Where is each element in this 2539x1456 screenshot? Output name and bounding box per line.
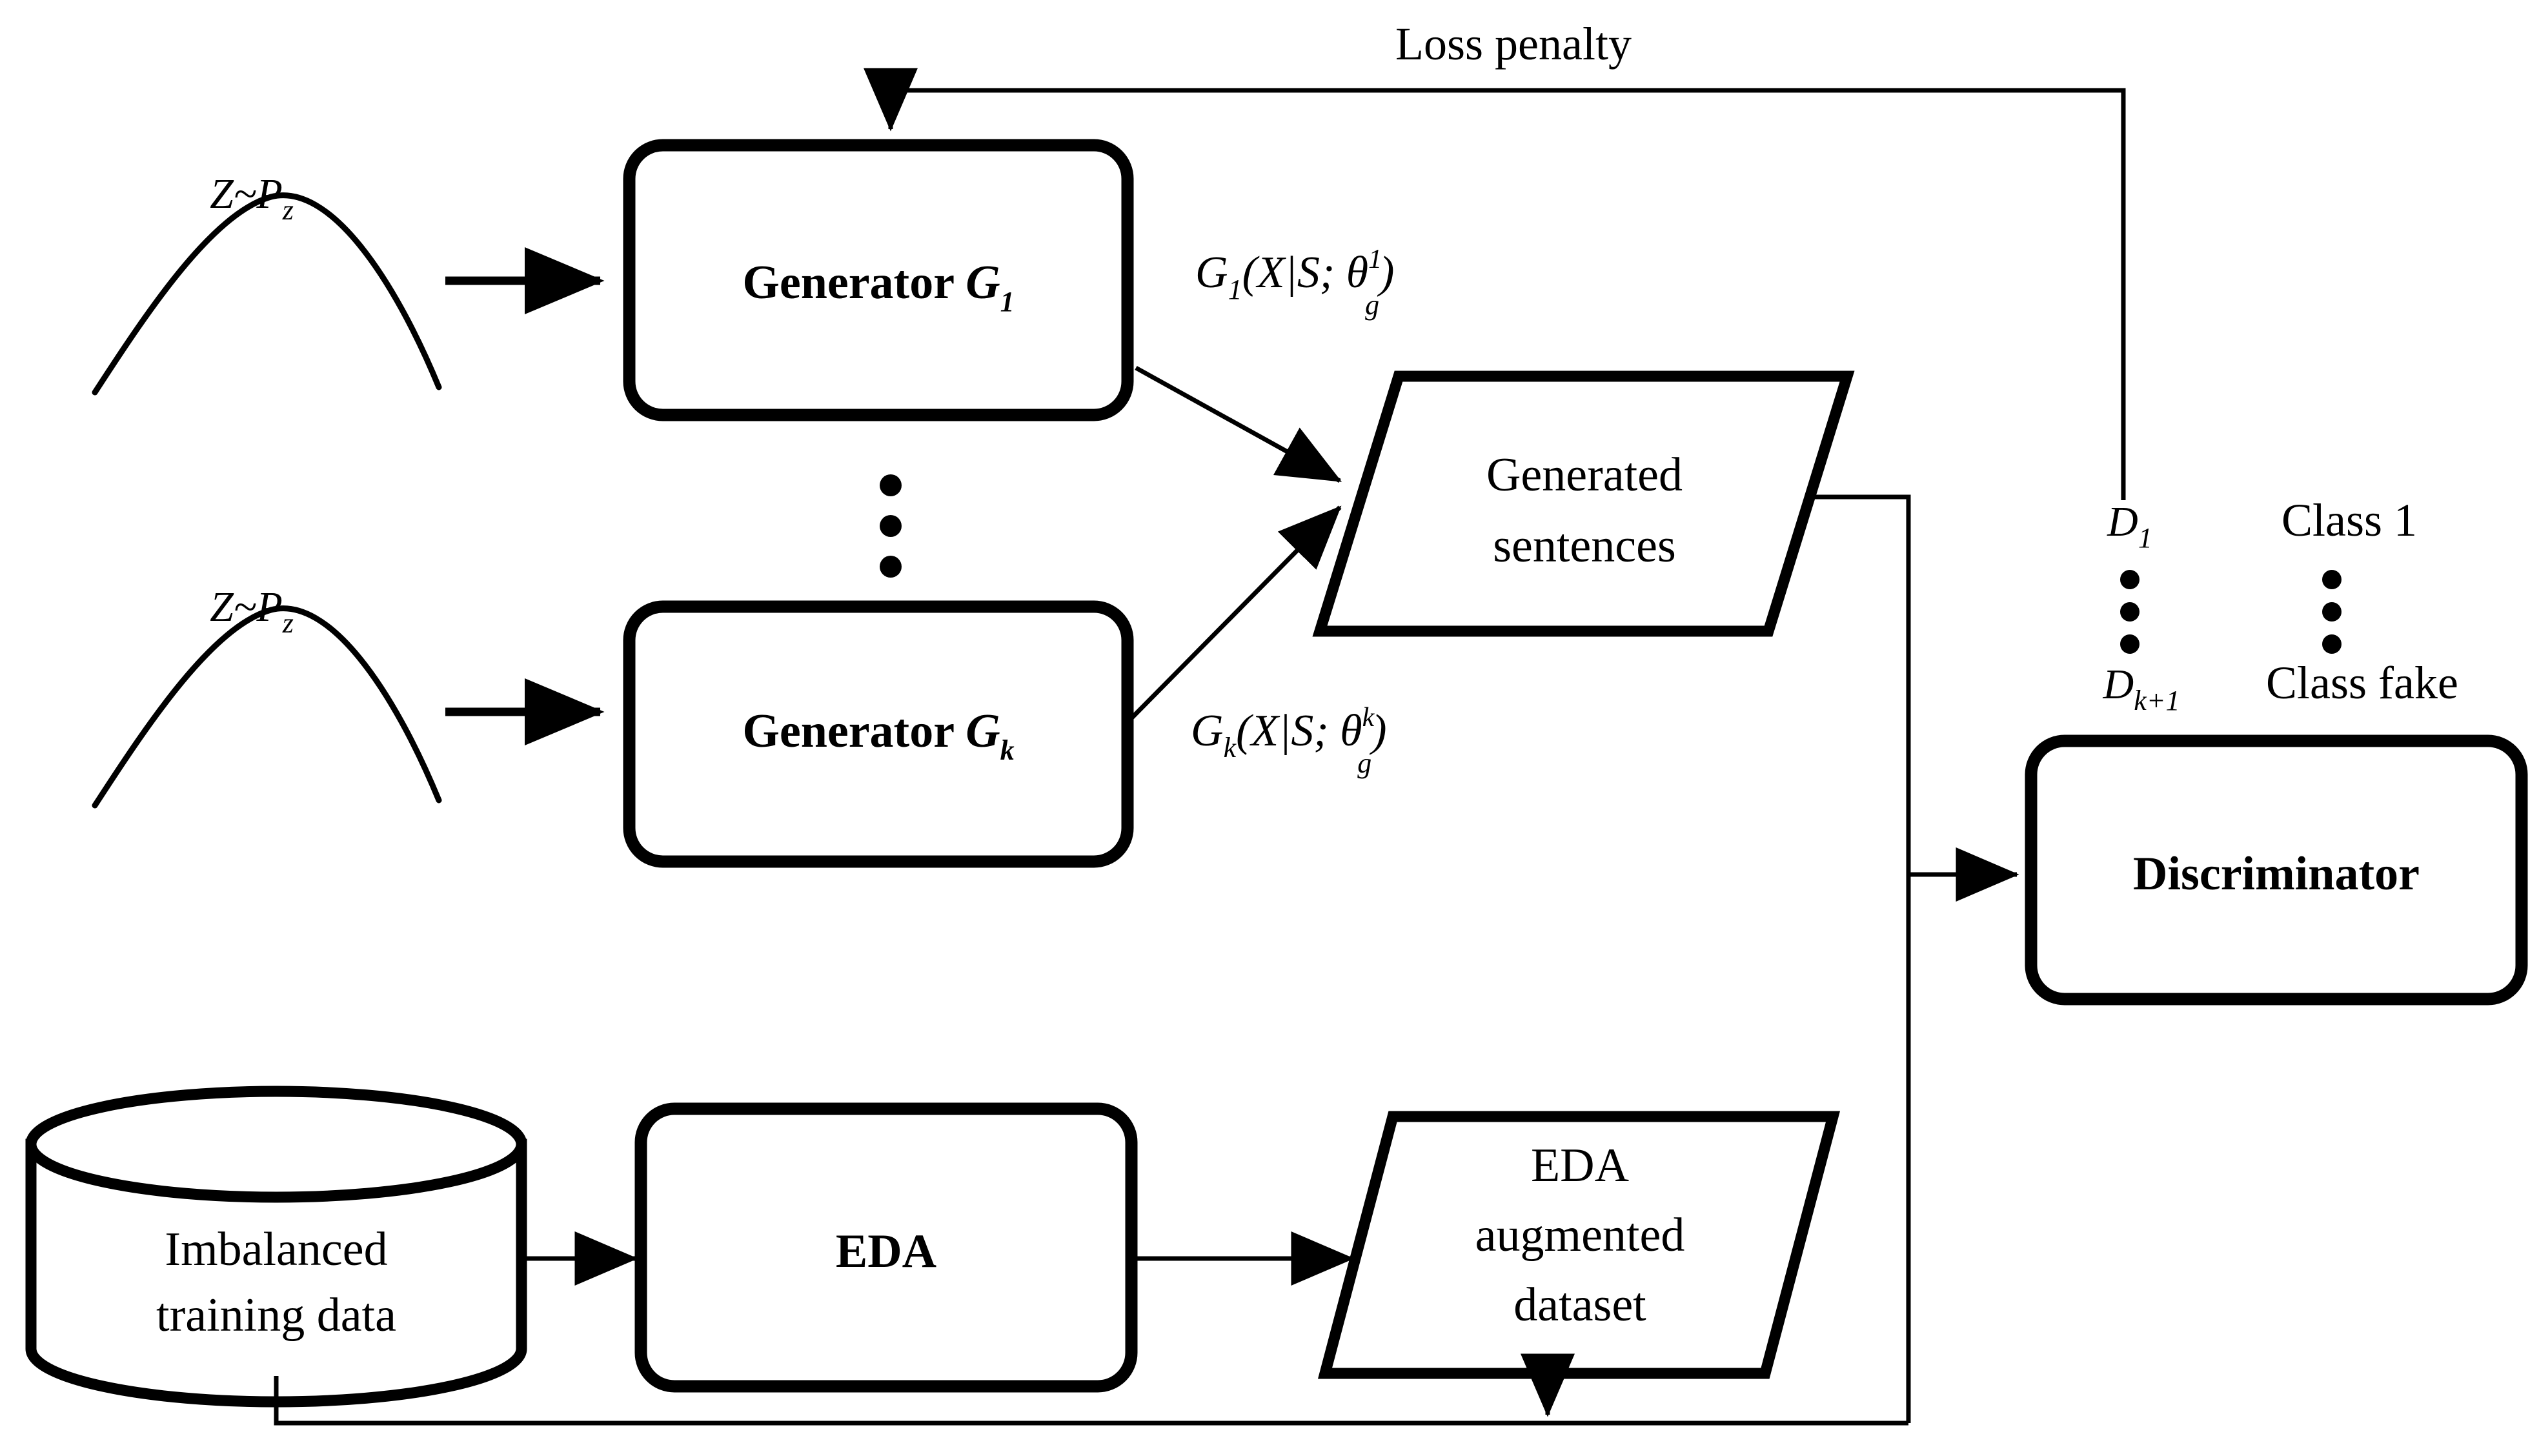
gk-theta: θ [1340,706,1362,756]
discriminator-output-ellipsis-left-icon [2120,570,2139,654]
discriminator-output-ellipsis-right-icon [2322,570,2342,654]
imbalanced-data-cylinder-top [25,1086,527,1203]
generated-to-discriminator-edge [1807,494,2019,1423]
g1-theta-subscript: g [1365,289,1379,321]
generated-sentences-shape[interactable] [1312,370,1855,637]
gk-theta-subscript: g [1357,747,1371,779]
generator-ellipsis-icon [880,474,902,578]
noise-bottom-subscript: z [282,607,294,639]
gk-close: ) [1369,706,1386,756]
imbalanced-data-feedback-edge [274,1376,1908,1426]
gk-args: (X|S; [1236,706,1340,756]
g1-theta-superscript: 1 [1368,245,1382,274]
discriminator-output-symbol-3: Dk+1 [2103,661,2180,716]
g1-close: ) [1377,248,1394,298]
eda-augmented-line1: EDA [1531,1139,1629,1192]
eda-box[interactable] [634,1102,1138,1393]
noise-label-bottom: Z~Pz [210,583,294,639]
eda-label: EDA [836,1225,936,1278]
generator-k-title: Generator [742,705,966,758]
eda-augmented-line3: dataset [1513,1279,1646,1331]
imbalanced-data-line1: Imbalanced [165,1223,387,1276]
eda-augmented-shape[interactable] [1317,1111,1841,1379]
g1-fn: G [1195,248,1228,298]
loss-penalty-label: Loss penalty [1395,18,1632,70]
noise-curve-bottom [92,605,442,809]
noise-curve-top [92,192,442,396]
discriminator-output-class-3: Class fake [2266,657,2458,709]
discriminator-label: Discriminator [2133,847,2420,900]
noise-bottom-symbol: Z~P [210,583,283,631]
discriminator-node[interactable]: Discriminator [2025,734,2528,1006]
gk-theta-superscript: k [1362,703,1375,733]
generator-1-title: Generator [742,256,966,309]
imbalanced-data-cylinder-body[interactable] [25,1138,527,1408]
generator-k-node[interactable]: Generator Gk [623,600,1134,868]
loss-penalty-edge [864,68,2126,500]
generated-sentences-line2: sentences [1493,520,1676,572]
discriminator-output-symbol-1: D1 [2107,498,2152,554]
gk-fn: G [1191,706,1224,756]
discriminator-box[interactable] [2025,734,2528,1006]
discriminator-output-class-1: Class 1 [2281,494,2417,546]
discriminator-outputs: D1 Class 1 Dk+1 Class fake [2103,494,2458,716]
g1-args: (X|S; [1242,248,1346,298]
eda-augmented-line2: augmented [1475,1209,1685,1262]
generator-k-label: Generator Gk [742,705,1014,766]
generator-1-subscript: 1 [1000,286,1015,318]
eda-node[interactable]: EDA [634,1102,1138,1393]
generator-k-box[interactable] [623,600,1134,868]
generator-1-node[interactable]: Generator G1 [623,139,1134,421]
noise-top-symbol: Z~P [210,170,283,217]
generator-k-symbol: G [966,705,1000,758]
gk-fn-subscript: k [1224,732,1237,763]
generator-1-label: Generator G1 [742,256,1014,318]
noise-label-top: Z~Pz [210,170,294,226]
g1-theta: θ [1346,248,1368,298]
noise-top-subscript: z [282,194,294,226]
eda-augmented-node[interactable]: EDA augmented dataset [1317,1111,1841,1379]
svg-text:Gk(X|S; θkg): Gk(X|S; θkg) [1191,703,1387,779]
imbalanced-data-line2: training data [156,1289,396,1342]
svg-text:G1(X|S; θ1g): G1(X|S; θ1g) [1195,245,1394,321]
generated-sentences-node[interactable]: Generated sentences [1312,370,1855,637]
generator-1-symbol: G [966,256,1000,309]
generated-sentences-line1: Generated [1486,449,1683,501]
generator-1-box[interactable] [623,139,1134,421]
arrow-generatork-to-generated [1126,505,1342,723]
g1-fn-subscript: 1 [1228,274,1242,305]
svg-text:Z~Pz: Z~Pz [210,583,294,639]
svg-text:Z~Pz: Z~Pz [210,170,294,226]
imbalanced-training-data-node[interactable]: Imbalanced training data [25,1086,527,1408]
arrow-generator1-to-generated [1135,365,1342,483]
generator-k-subscript: k [1000,734,1015,766]
